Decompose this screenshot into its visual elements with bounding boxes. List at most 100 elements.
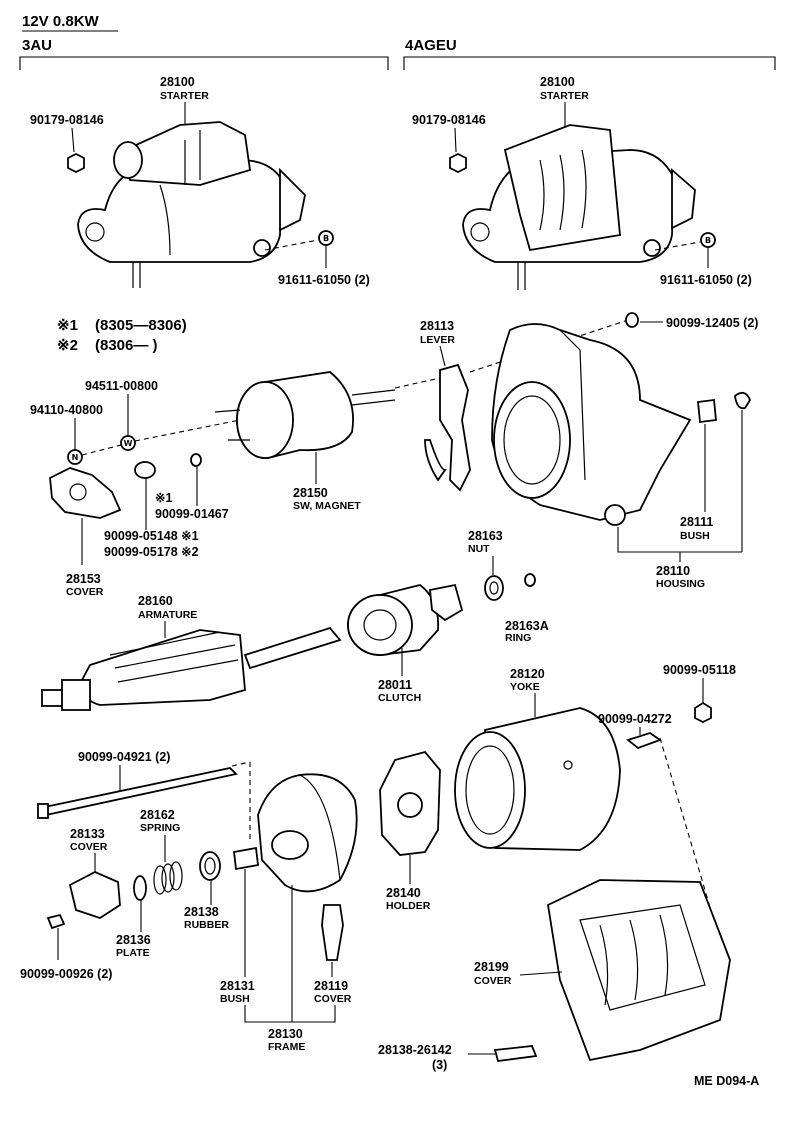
- nut-3au-label: 90179-08146: [30, 113, 104, 127]
- rubber-name: RUBBER: [184, 919, 229, 931]
- washer-magnet-dash: [134, 419, 241, 442]
- nut-3au: [67, 152, 85, 174]
- mark-small: ※1: [155, 491, 172, 505]
- spring-number: 28162: [140, 808, 175, 822]
- bush-28131-name: BUSH: [220, 993, 250, 1005]
- p-01467-label: 90099-01467: [155, 507, 229, 521]
- bracket-3au: [19, 56, 389, 70]
- frame-number: 28130: [268, 1027, 303, 1041]
- spring-28162: [153, 861, 183, 895]
- cover-28153-number: 28153: [66, 572, 101, 586]
- through-bolt: [38, 767, 238, 816]
- nut-28163-number: 28163: [468, 529, 503, 543]
- starter-3au-number: 28100: [160, 75, 195, 89]
- nut-n-symbol: [67, 449, 83, 465]
- holder-name: HOLDER: [386, 900, 431, 912]
- starter-3au-name: STARTER: [160, 90, 209, 102]
- cover-28133-number: 28133: [70, 827, 105, 841]
- clutch-number: 28011: [378, 678, 412, 692]
- bolt-12405: [625, 312, 639, 328]
- nut-4ageu-leader: [454, 127, 457, 153]
- yoke-name: YOKE: [510, 681, 540, 693]
- sw-magnet-drawing: [214, 371, 396, 460]
- cover-28119-number: 28119: [314, 979, 348, 993]
- note2-mark: ※2: [57, 337, 78, 354]
- holder-number: 28140: [386, 886, 421, 900]
- bush-28131-number: 28131: [220, 979, 255, 993]
- housing-clip: [734, 391, 752, 410]
- nut-washer-dash: [81, 444, 122, 456]
- nut-05118: [694, 701, 712, 724]
- group-3au: 3AU: [22, 37, 52, 54]
- bush-28111-name: BUSH: [680, 530, 710, 542]
- plate-28136: [133, 875, 147, 901]
- bush-28111: [697, 398, 717, 424]
- p-00926-label: 90099-00926 (2): [20, 967, 112, 981]
- clip-26142: [493, 1045, 538, 1062]
- armature-drawing: [41, 626, 342, 711]
- washer-01467: [190, 453, 202, 467]
- holder-drawing: [379, 750, 441, 856]
- cover-28199-leader: [519, 971, 563, 976]
- starter-4ageu-number: 28100: [540, 75, 575, 89]
- p-12405-label: 90099-12405 (2): [666, 316, 758, 330]
- yoke-drawing: [454, 707, 621, 851]
- bolt-4ageu-symbol-letter: B: [705, 236, 711, 245]
- diagram-code: ME D094-A: [694, 1074, 759, 1088]
- washer-w-symbol-letter: W: [124, 439, 133, 448]
- yoke-number: 28120: [510, 667, 545, 681]
- washer-w-symbol: [120, 435, 136, 451]
- lever-number: 28113: [420, 319, 454, 333]
- p-05178-label: 90099-05178 ※2: [104, 545, 199, 559]
- starter-3au-drawing: [77, 121, 306, 288]
- spring-name: SPRING: [140, 822, 180, 834]
- starter-4ageu-name: STARTER: [540, 90, 589, 102]
- p-05118-label: 90099-05118: [663, 663, 736, 677]
- bush-28131: [233, 846, 259, 871]
- p-04921-label: 90099-04921 (2): [78, 750, 170, 764]
- armature-number: 28160: [138, 594, 173, 608]
- bolt-frame-dash: [231, 761, 251, 767]
- ring-number: 28163A: [505, 619, 549, 633]
- through-bolt-head: [37, 803, 49, 819]
- cover-28133: [68, 871, 121, 919]
- clutch-name: CLUTCH: [378, 692, 421, 704]
- housing-number: 28110: [656, 564, 690, 578]
- housing-name: HOUSING: [656, 578, 705, 590]
- lever-drawing: [424, 363, 471, 492]
- magnet-lever-dash: [394, 377, 441, 389]
- cover-28153-name: COVER: [66, 586, 104, 598]
- cover-28199-drawing: [547, 879, 731, 1062]
- nut-28163: [484, 575, 504, 601]
- note1-mark: ※1: [57, 317, 78, 334]
- rubber-28138-hole: [204, 857, 216, 875]
- plate-number: 28136: [116, 933, 151, 947]
- washer-w-label: 94511-00800: [85, 379, 158, 393]
- screw-04272: [626, 732, 662, 750]
- frame-name: FRAME: [268, 1041, 305, 1053]
- nut-n-symbol-letter: N: [72, 453, 79, 462]
- nut-n-label: 94110-40800: [30, 403, 103, 417]
- clutch-drawing: [347, 583, 464, 657]
- cover-28119-name: COVER: [314, 993, 352, 1005]
- cover-28133-name: COVER: [70, 841, 108, 853]
- housing-bracket: [617, 527, 742, 553]
- starter-4ageu-drawing: [462, 124, 696, 290]
- cover-28199-number: 28199: [474, 960, 509, 974]
- housing-drawing: [491, 323, 692, 526]
- bolt-3au-symbol-letter: B: [323, 234, 329, 243]
- cover-28199-name: COVER: [474, 975, 512, 987]
- nut-4ageu: [449, 152, 467, 174]
- p-04272-label: 90099-04272: [598, 712, 672, 726]
- bush-28111-number: 28111: [680, 515, 713, 529]
- cover-28153: [49, 467, 122, 519]
- lever-leader: [439, 345, 446, 367]
- rubber-28138: [199, 851, 221, 881]
- frame-drawing: [257, 773, 358, 893]
- spec-title: 12V 0.8KW: [22, 13, 100, 30]
- bolt-4ageu-dash: [654, 241, 701, 251]
- magnet-number: 28150: [293, 486, 328, 500]
- plate-name: PLATE: [116, 947, 150, 959]
- bolt-3au-label: 91611-61050 (2): [278, 273, 370, 287]
